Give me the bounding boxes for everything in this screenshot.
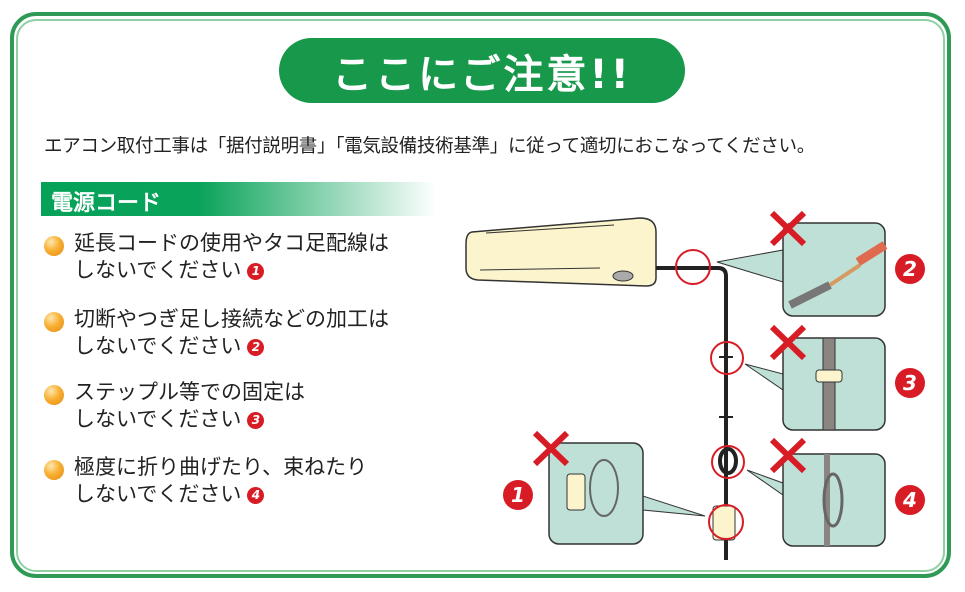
item-line1: 極度に折り曲げたり、束ねたり <box>74 455 368 479</box>
number-badge-4: 4 <box>895 485 925 515</box>
intro-text: エアコン取付工事は「据付説明書」「電気設備技術基準」に従って適切におこなってくだ… <box>44 136 815 157</box>
item-line2: しないでください <box>74 482 242 506</box>
panel-bundled <box>782 453 886 547</box>
item-line1: 切断やつぎ足し接続などの加工は <box>74 307 389 331</box>
number-badge: 4 <box>247 487 265 504</box>
number-badge: 1 <box>247 263 265 280</box>
item-line2: しないでください <box>74 334 242 358</box>
list-item: 極度に折り曲げたり、束ねたり しないでください 4 <box>44 454 367 508</box>
list-item: 延長コードの使用やタコ足配線は しないでください 1 <box>44 230 389 284</box>
air-conditioner-illustration <box>465 217 657 287</box>
bullet-icon <box>44 460 64 480</box>
number-badge-1: 1 <box>503 480 533 510</box>
item-line2: しないでください <box>74 258 242 282</box>
list-item: ステップル等での固定は しないでください 3 <box>44 379 305 433</box>
power-cord <box>656 266 728 560</box>
panel-extension-cord <box>548 442 644 545</box>
list-item: 切断やつぎ足し接続などの加工は しないでください 2 <box>44 306 389 360</box>
section-header: 電源コード <box>41 182 437 216</box>
bullet-icon <box>44 385 64 405</box>
prohibited-icons <box>532 210 807 474</box>
highlight-circles <box>675 249 745 540</box>
section-title: 電源コード <box>51 191 162 216</box>
outer-frame <box>10 12 951 578</box>
number-badge: 2 <box>247 339 265 356</box>
item-line1: 延長コードの使用やタコ足配線は <box>74 231 389 255</box>
number-badge: 3 <box>247 412 265 429</box>
number-badge-2: 2 <box>895 254 925 284</box>
page-title: ここにご注意!! <box>279 38 685 103</box>
bullet-icon <box>44 312 64 332</box>
number-badge-3: 3 <box>895 368 925 398</box>
bullet-icon <box>44 236 64 256</box>
item-line2: しないでください <box>74 407 242 431</box>
inner-frame <box>16 19 945 572</box>
item-line1: ステップル等での固定は <box>74 380 305 404</box>
